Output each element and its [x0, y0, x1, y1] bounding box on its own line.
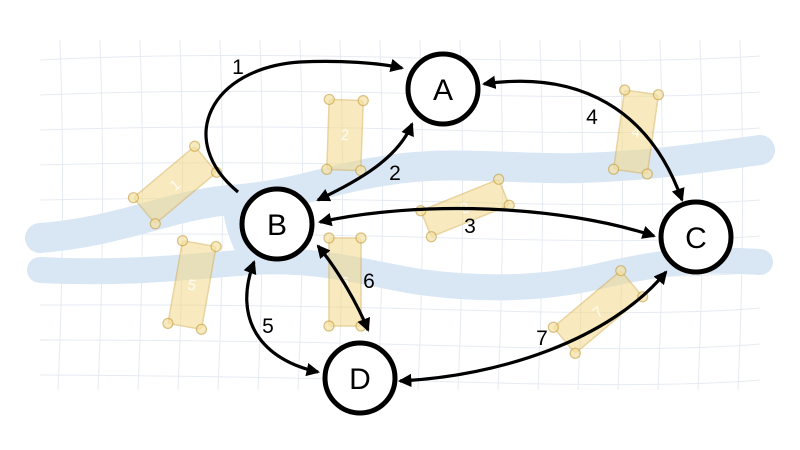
node-b-label: B [267, 209, 287, 242]
bridge-5: 5 [162, 235, 222, 335]
node-d: D [322, 340, 398, 416]
edge-3 [318, 206, 656, 239]
edge-label-3: 3 [464, 215, 476, 238]
node-b: B [239, 186, 315, 262]
edge-label-6: 6 [363, 270, 375, 293]
bridge-1: 1 [127, 140, 223, 230]
edge-label-4: 4 [586, 106, 598, 129]
node-a-label: A [433, 74, 453, 107]
edges [204, 58, 685, 388]
edge-labels: 1 2 3 4 5 6 7 [232, 56, 598, 350]
edge-7 [397, 270, 668, 388]
edge-4 [482, 75, 685, 202]
edge-2 [316, 122, 414, 202]
nodes: A B C D [239, 51, 734, 416]
bridge-2: 2 [321, 93, 369, 177]
bridge-2-label: 2 [341, 127, 350, 144]
edge-label-1: 1 [232, 56, 244, 79]
edge-1 [204, 58, 404, 194]
edge-5 [243, 260, 320, 377]
node-a: A [405, 51, 481, 127]
background-map: 1 2 3 4 [25, 39, 775, 391]
edge-label-5: 5 [262, 315, 274, 338]
bridge-5-label: 5 [186, 276, 197, 294]
node-c: C [658, 199, 734, 275]
edge-label-7: 7 [536, 327, 548, 350]
edge-6 [316, 244, 370, 332]
node-d-label: D [349, 363, 371, 396]
edge-label-2: 2 [389, 162, 401, 185]
node-c-label: C [685, 222, 707, 255]
